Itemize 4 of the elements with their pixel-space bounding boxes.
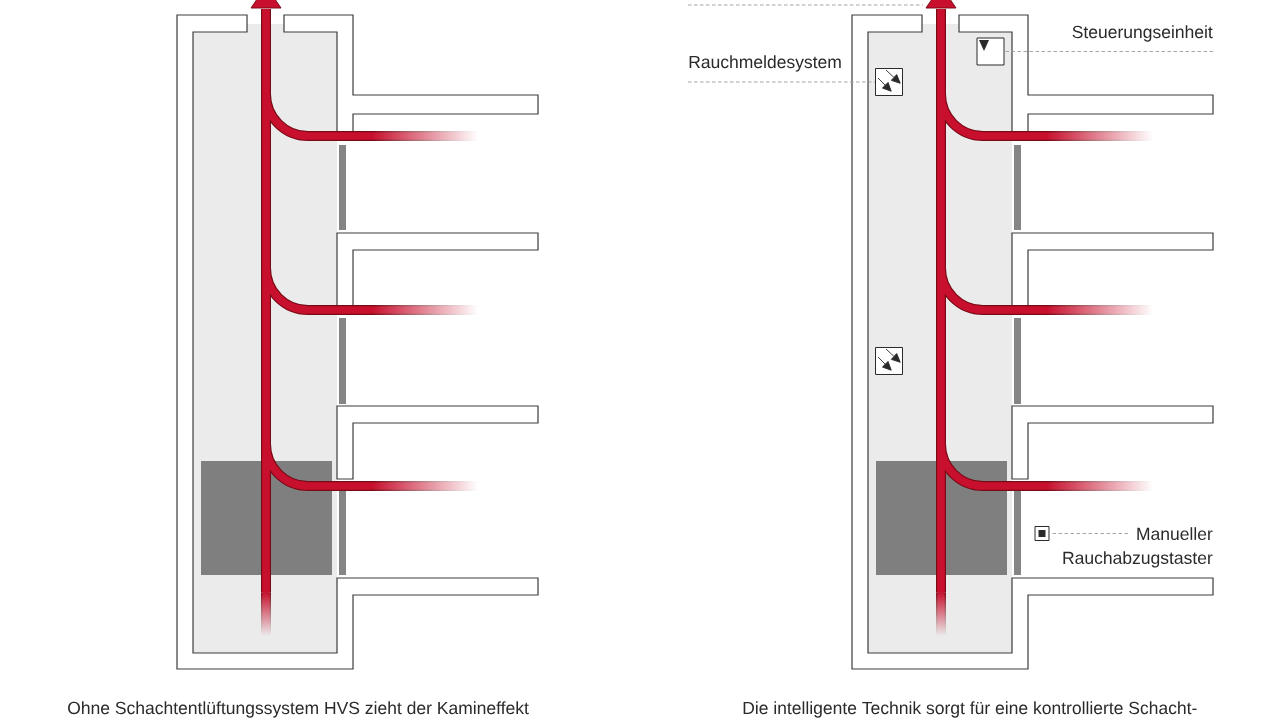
leader-line (687, 81, 876, 83)
callout-label: Rauchmeldesystem (689, 55, 841, 72)
caption: Ohne Schachtentlüftungssystem HVS zieht der Kamineffekt (68, 701, 529, 718)
caption: Die intelligente Technik sorgt für eine kontrollierte Schacht- (743, 701, 1197, 718)
